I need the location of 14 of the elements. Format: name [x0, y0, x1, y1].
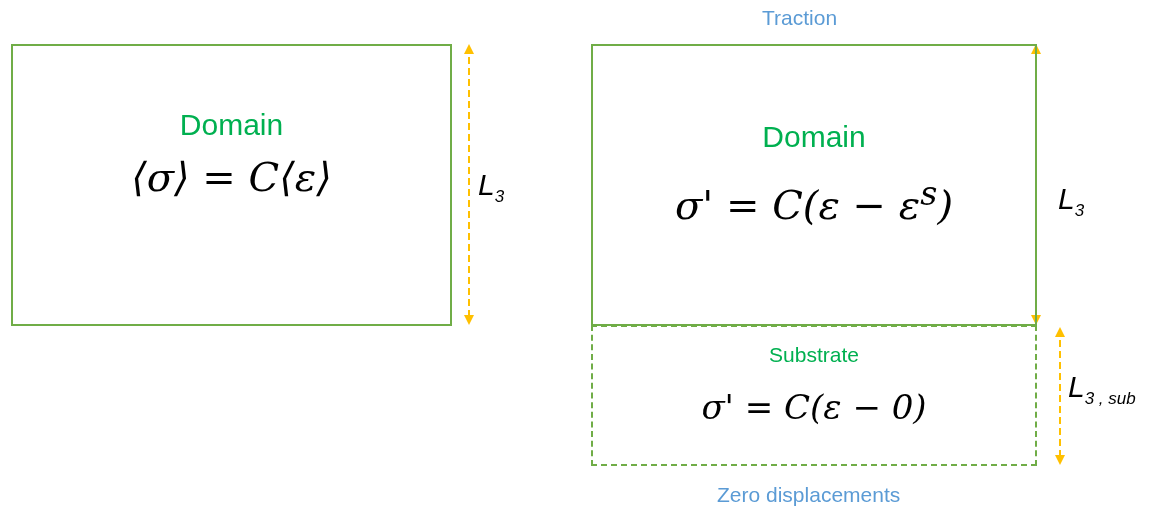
equation: ⟨σ⟩ = C⟨ε⟩	[131, 154, 332, 200]
dimension-label: L$_{3}$	[478, 168, 505, 207]
region-title: Domain	[179, 108, 284, 141]
region-title: Substrate	[769, 343, 859, 366]
domain-box	[11, 44, 452, 326]
region-title: Domain	[762, 120, 866, 153]
equation: σ' = C(ε − 0)	[701, 387, 927, 427]
dimension-label: L$_{3}$	[1058, 182, 1085, 221]
boundary-label: Zero displacements	[717, 483, 901, 507]
dimension-label: L$_{3 , sub}$	[1068, 370, 1136, 409]
boundary-label: Traction	[762, 6, 838, 30]
equation: σ' = C(ε − ε$^{s}$)	[674, 182, 954, 229]
substrate-box	[591, 325, 1037, 466]
domain-box	[591, 44, 1037, 326]
